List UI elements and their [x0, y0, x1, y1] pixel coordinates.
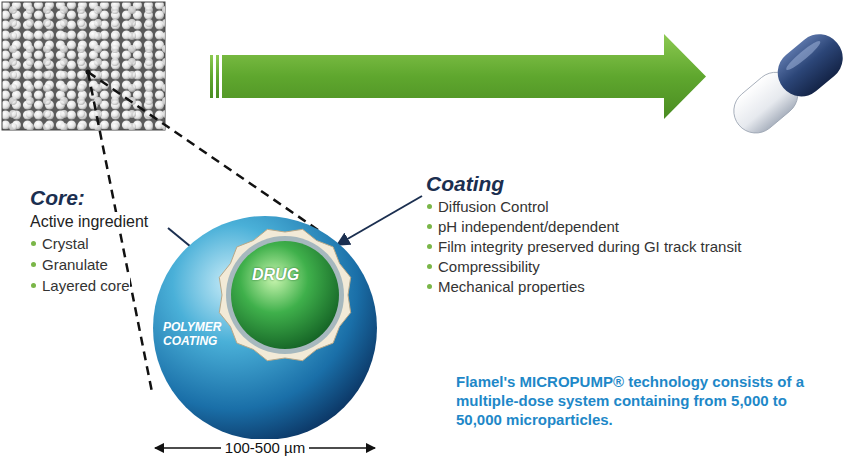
coating-list: CoatingDiffusion ControlpH independent/d…	[426, 172, 741, 296]
core-heading: Core:	[30, 186, 85, 210]
coating-bullet: Mechanical properties	[426, 277, 585, 296]
micrograph	[2, 2, 165, 130]
core-description: Active ingredient	[30, 212, 148, 232]
cutaway-edge	[219, 229, 350, 360]
dimension-label: 100-500 µm	[221, 439, 309, 457]
core-list: Core:Active ingredientCrystalGranulateLa…	[30, 186, 148, 295]
coating-bullet: Film integrity preserved during GI track…	[426, 237, 741, 256]
micrograph-beads	[2, 2, 165, 130]
core-shape	[230, 240, 340, 350]
arrow-stripe	[216, 55, 219, 98]
capsule-highlight	[784, 38, 823, 72]
leader-arrow	[337, 196, 422, 245]
zoom-line	[88, 72, 152, 392]
capsule	[724, 25, 850, 143]
coating-label: POLYMER COATING	[163, 320, 233, 348]
core-label: DRUG	[252, 266, 299, 284]
capsule-half	[768, 25, 850, 106]
core-bullet: Granulate	[30, 255, 108, 274]
arrow-stripe	[210, 55, 213, 98]
process-arrow	[210, 34, 706, 119]
coating-bullet: Compressibility	[426, 257, 540, 276]
cutaway-shadow	[226, 236, 344, 354]
core-outline	[231, 241, 339, 349]
coating-bullet: pH independent/dependent	[426, 217, 619, 236]
coating-bullet: Diffusion Control	[426, 197, 549, 216]
microparticle: POLYMER COATING DRUG	[153, 216, 377, 440]
note-block: Flamel's MICROPUMP® technology consists …	[456, 372, 836, 429]
coating-heading: Coating	[426, 172, 504, 196]
core-bullet: Crystal	[30, 234, 89, 253]
arrow-body	[222, 34, 706, 119]
sphere-outline	[153, 216, 377, 440]
zoom-point	[86, 70, 91, 75]
core-bullet: Layered core	[30, 276, 130, 295]
drug-core: DRUG	[230, 240, 340, 350]
micrograph-beads	[2, 2, 165, 130]
technology-note: Flamel's MICROPUMP® technology consists …	[456, 372, 836, 429]
